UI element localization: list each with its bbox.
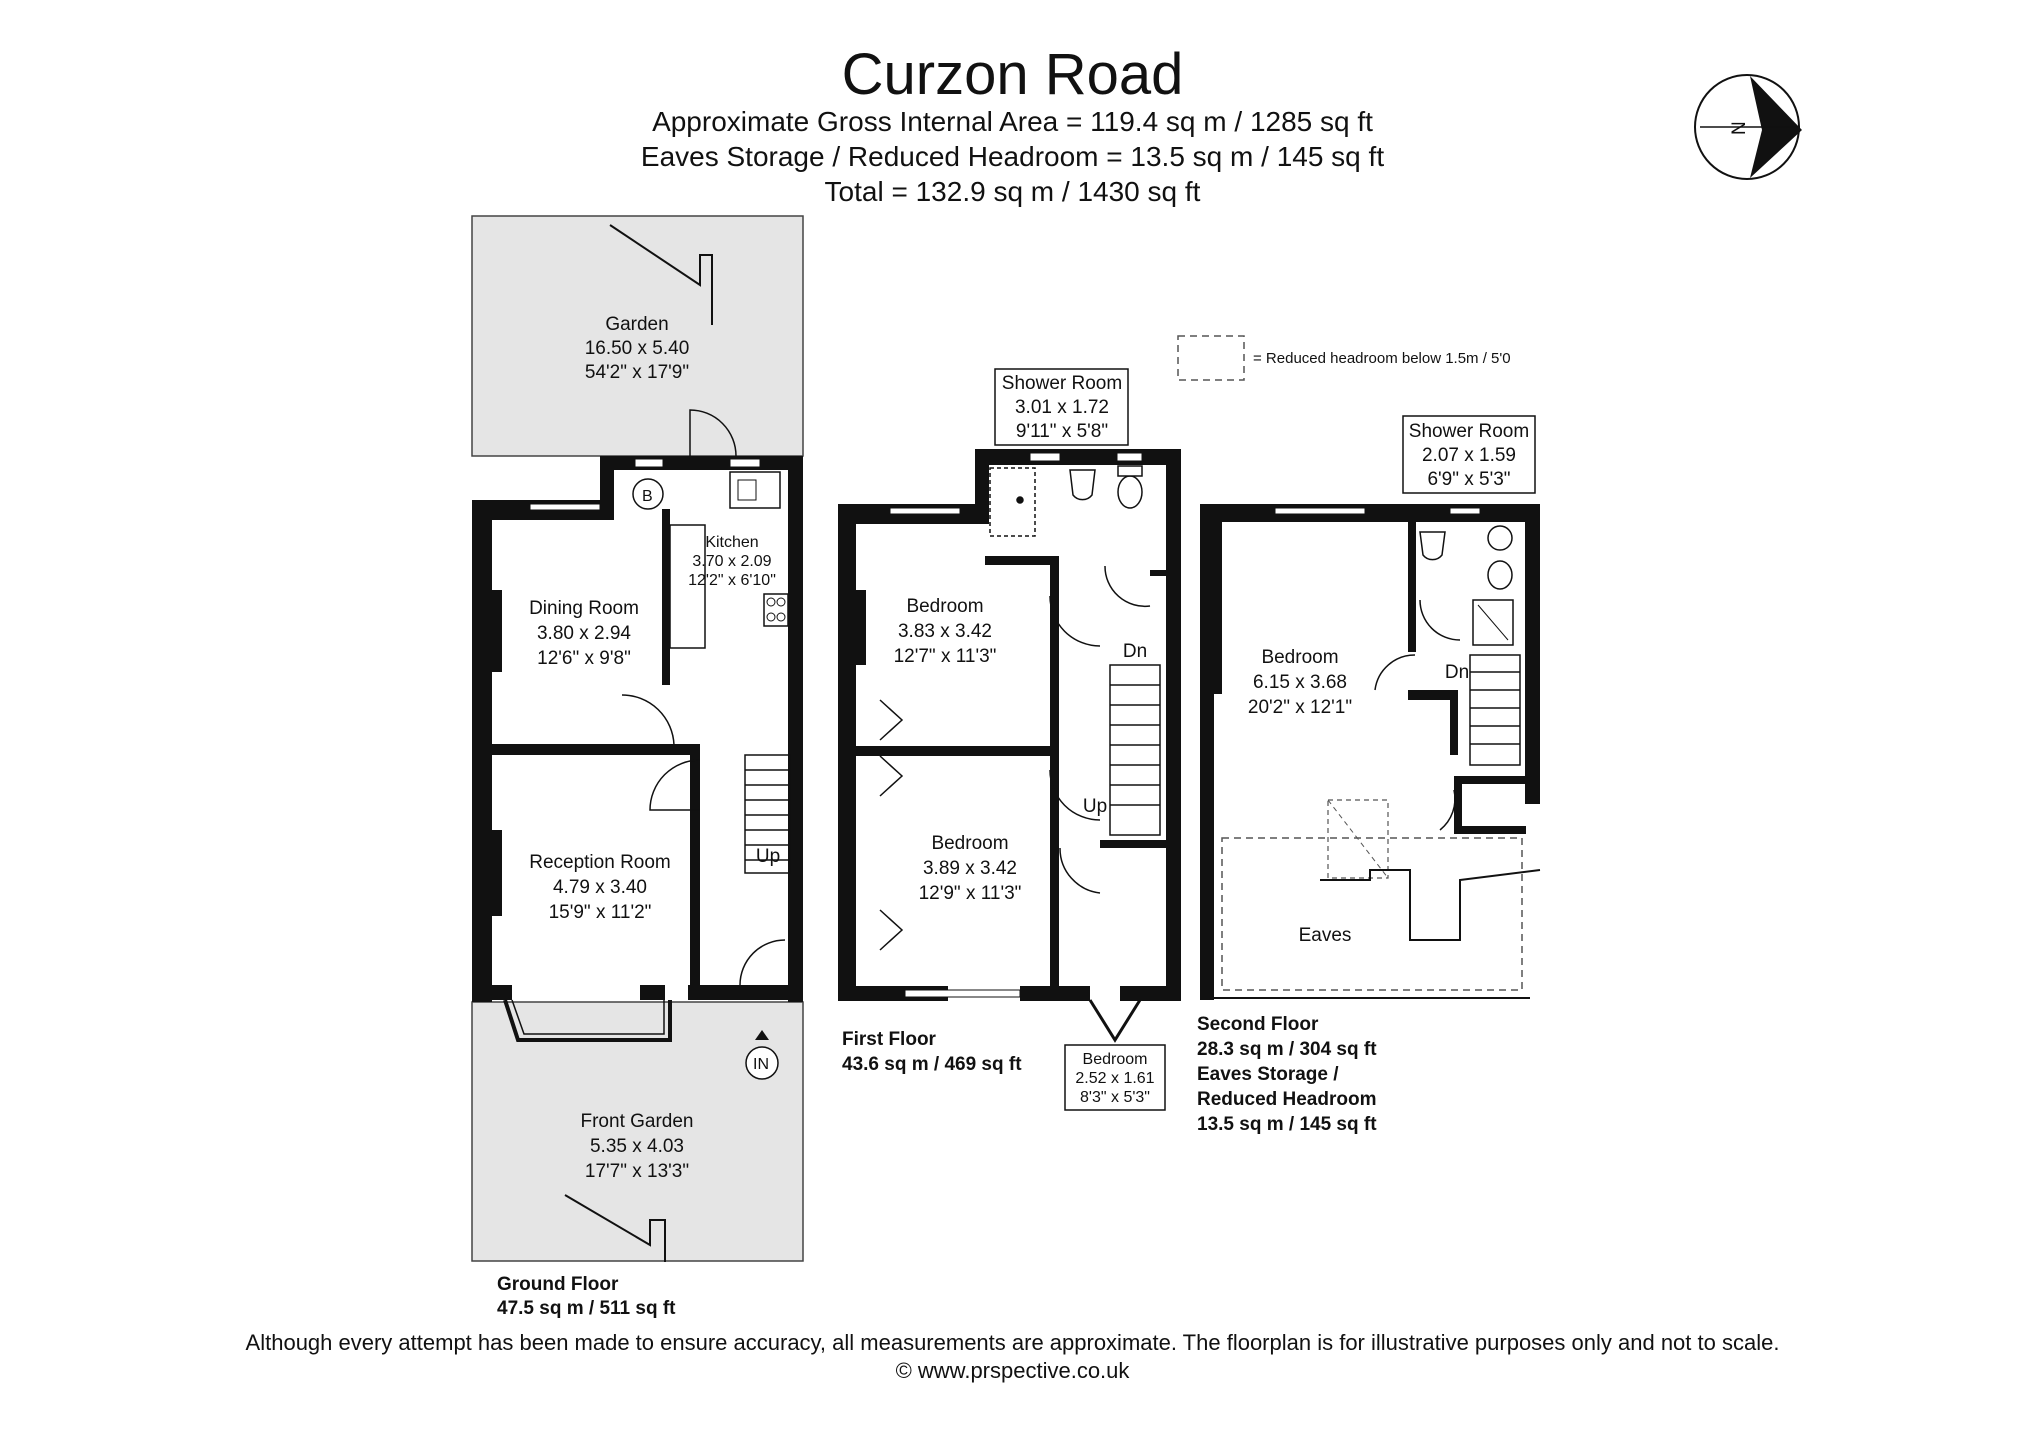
boiler-label: B: [642, 488, 653, 505]
eaves-dashed-area: [1221, 837, 1523, 991]
second-stairs-down: Dn: [1445, 662, 1469, 683]
eaves-area-line: Eaves Storage / Reduced Headroom = 13.5 …: [640, 141, 1385, 172]
copyright: © www.prspective.co.uk: [895, 1358, 1130, 1383]
reception-room-imperial: 15'9" x 11'2": [549, 902, 652, 923]
reception-room-metric: 4.79 x 3.40: [553, 877, 647, 898]
first-stairs-down: Dn: [1123, 641, 1147, 662]
second-bedroom-name: Bedroom: [1261, 647, 1338, 668]
first-bedroom1-name: Bedroom: [906, 596, 983, 617]
garden-metric: 16.50 x 5.40: [585, 338, 690, 359]
first-bedroom2-metric: 3.89 x 3.42: [923, 858, 1017, 879]
first-floor: Shower Room 3.01 x 1.72 9'11" x 5'8" Bed…: [838, 368, 1181, 1111]
kitchen-metric: 3.70 x 2.09: [692, 553, 771, 570]
dining-room-name: Dining Room: [529, 598, 639, 619]
first-shower-metric: 3.01 x 1.72: [1015, 397, 1109, 418]
first-shower-name: Shower Room: [1002, 373, 1122, 394]
first-floor-area: 43.6 sq m / 469 sq ft: [842, 1054, 1022, 1075]
legend-swatch: [1177, 335, 1245, 381]
second-bedroom-imperial: 20'2" x 12'1": [1248, 697, 1352, 718]
hob-icon: [763, 593, 789, 627]
ground-stairs: [744, 754, 791, 874]
first-shower-imperial: 9'11" x 5'8": [1016, 421, 1108, 442]
ground-stairs-label: Up: [756, 846, 780, 867]
kitchen-imperial: 12'2" x 6'10": [688, 572, 776, 589]
garden-area: [471, 215, 804, 457]
first-stairs-up: Up: [1083, 796, 1107, 817]
first-bedroom2-imperial: 12'9" x 11'3": [919, 883, 1022, 904]
first-bedroom1-imperial: 12'7" x 11'3": [894, 646, 997, 667]
gross-area-line: Approximate Gross Internal Area = 119.4 …: [652, 106, 1373, 137]
front-garden-boundary-break: [564, 1194, 666, 1262]
front-garden-metric: 5.35 x 4.03: [590, 1136, 684, 1157]
second-floor-area: 28.3 sq m / 304 sq ft: [1197, 1039, 1377, 1060]
second-shower-name: Shower Room: [1409, 421, 1529, 442]
garden-imperial: 54'2" x 17'9": [585, 362, 689, 383]
second-floor: Shower Room 2.07 x 1.59 6'9" x 5'3" Bedr…: [1197, 415, 1541, 1135]
plan-title: Curzon Road: [841, 42, 1184, 107]
first-bedroom2-name: Bedroom: [931, 833, 1008, 854]
first-bedroom1-metric: 3.83 x 3.42: [898, 621, 992, 642]
disclaimer: Although every attempt has been made to …: [245, 1330, 1780, 1355]
first-bedroom3-name: Bedroom: [1083, 1051, 1148, 1068]
north-compass-icon: N: [1694, 74, 1802, 180]
reception-room-name: Reception Room: [529, 852, 671, 873]
kitchen-name: Kitchen: [705, 534, 758, 551]
total-area-line: Total = 132.9 sq m / 1430 sq ft: [824, 176, 1201, 207]
garden-boundary-break: [609, 224, 713, 325]
boiler-icon: [632, 478, 664, 510]
second-shower-fixtures: [1419, 525, 1514, 646]
entrance-arrow-icon: [755, 1030, 769, 1040]
second-floor-caption: Second Floor: [1197, 1014, 1319, 1035]
front-garden-imperial: 17'7" x 13'3": [585, 1161, 689, 1182]
eaves-caption-1: Eaves Storage /: [1197, 1064, 1339, 1085]
first-bedroom3-imperial: 8'3" x 5'3": [1080, 1089, 1150, 1106]
garden-door: [689, 409, 737, 457]
second-shower-metric: 2.07 x 1.59: [1422, 445, 1516, 466]
entrance-label: IN: [753, 1056, 769, 1073]
legend-text: = Reduced headroom below 1.5m / 5'0: [1253, 350, 1511, 367]
second-shower-imperial: 6'9" x 5'3": [1427, 469, 1510, 490]
compass-letter: N: [1729, 121, 1750, 135]
first-bedroom3-metric: 2.52 x 1.61: [1075, 1070, 1154, 1087]
garden-name: Garden: [605, 314, 668, 335]
dining-room-imperial: 12'6" x 9'8": [537, 648, 631, 669]
first-shower-fixtures: [989, 465, 1143, 537]
dining-room-metric: 3.80 x 2.94: [537, 623, 631, 644]
entrance-marker: [745, 1046, 779, 1080]
ground-floor-caption: Ground Floor: [497, 1274, 619, 1295]
ground-floor-area: 47.5 sq m / 511 sq ft: [497, 1298, 676, 1319]
legend: = Reduced headroom below 1.5m / 5'0: [1177, 335, 1511, 381]
second-bedroom-metric: 6.15 x 3.68: [1253, 672, 1347, 693]
second-stairs: [1469, 654, 1521, 766]
first-stairs: [1109, 664, 1161, 836]
front-garden-name: Front Garden: [581, 1111, 694, 1132]
first-floor-caption: First Floor: [842, 1029, 937, 1050]
eaves-caption-area: 13.5 sq m / 145 sq ft: [1197, 1114, 1377, 1135]
front-garden-area: [471, 1001, 804, 1262]
eaves-label: Eaves: [1299, 925, 1352, 946]
eaves-caption-2: Reduced Headroom: [1197, 1089, 1376, 1110]
ground-floor: B IN Garden 16.50 x 5.40 54'2" x 17'9" K…: [471, 215, 804, 1319]
